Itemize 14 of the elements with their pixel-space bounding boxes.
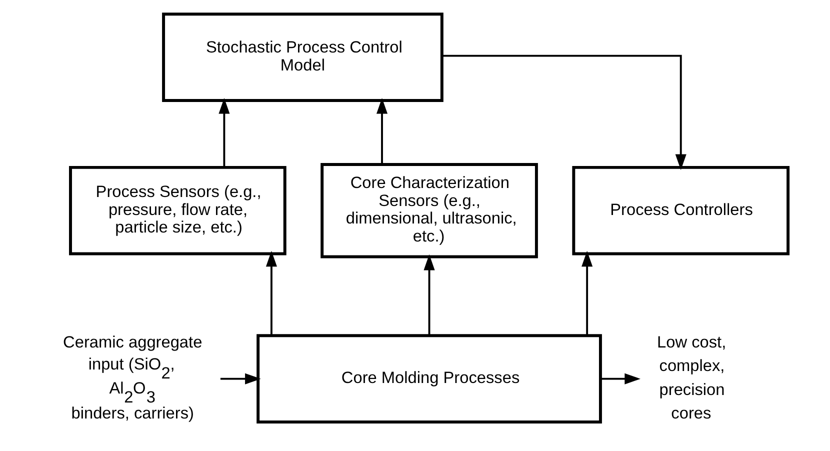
- arrow: [600, 373, 640, 384]
- node-box: Core Molding Processes: [256, 334, 602, 424]
- arrow: [423, 254, 434, 336]
- node-box: Process Controllers: [572, 166, 790, 256]
- arrow: [581, 250, 592, 336]
- node-box: Process Sensors (e.g., pressure, flow rate, particle size, etc.): [68, 166, 286, 256]
- node-box: Core Characterization Sensors (e.g., dimensional, ultrasonic, etc.): [320, 162, 538, 258]
- arrow: [220, 373, 260, 384]
- arrow: [218, 98, 230, 168]
- arrow: [265, 250, 276, 336]
- arrow: [376, 98, 388, 164]
- arrow: [442, 54, 686, 170]
- node-text: Low cost, complex, precision cores: [656, 333, 726, 423]
- node-box: Stochastic Process Control Model: [162, 12, 443, 102]
